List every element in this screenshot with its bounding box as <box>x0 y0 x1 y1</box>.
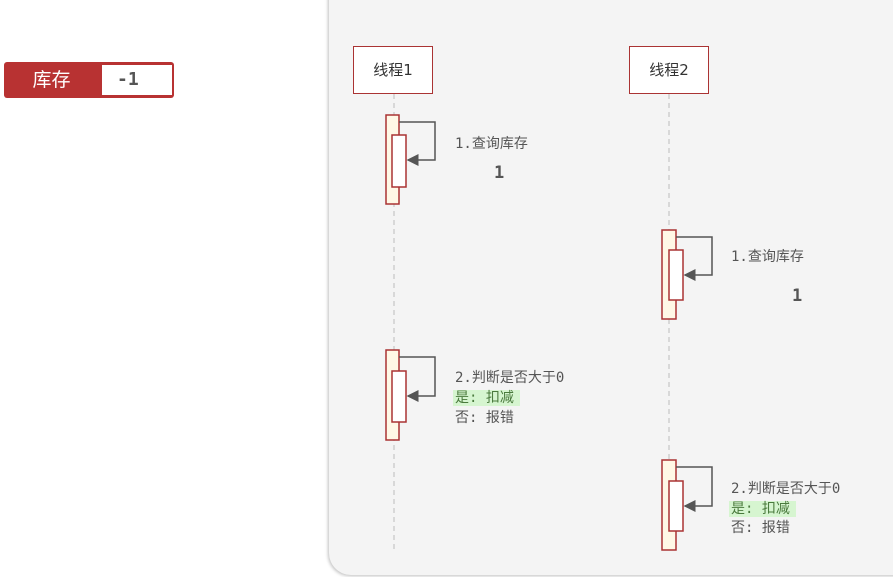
sequence-diagram-panel <box>329 0 893 575</box>
t2-step1-result: 1 <box>792 286 803 306</box>
t1-step1-label: 1.查询库存 <box>455 136 528 152</box>
t2-step2-no: 否: 报错 <box>731 520 790 536</box>
t2-step1-label: 1.查询库存 <box>731 249 804 265</box>
activation-t2-s2 <box>661 459 713 551</box>
activation-t2-s1 <box>661 229 713 320</box>
stock-value: -1 <box>102 65 172 95</box>
t1-step2-label: 2.判断是否大于0 <box>455 370 565 386</box>
t2-step2-label: 2.判断是否大于0 <box>731 481 841 497</box>
stock-label: 库存 <box>32 69 71 91</box>
thread-2-header: 线程2 <box>629 46 709 94</box>
t1-step2-no: 否: 报错 <box>455 410 514 426</box>
t2-step2-yes: 是: 扣减 <box>729 501 796 517</box>
activation-t1-s1 <box>385 114 436 205</box>
activation-t1-s2 <box>385 349 436 441</box>
stock-badge: 库存 -1 <box>4 62 174 98</box>
thread-1-header: 线程1 <box>353 46 433 94</box>
t1-step2-yes: 是: 扣减 <box>453 390 520 406</box>
t1-step1-result: 1 <box>494 163 505 183</box>
